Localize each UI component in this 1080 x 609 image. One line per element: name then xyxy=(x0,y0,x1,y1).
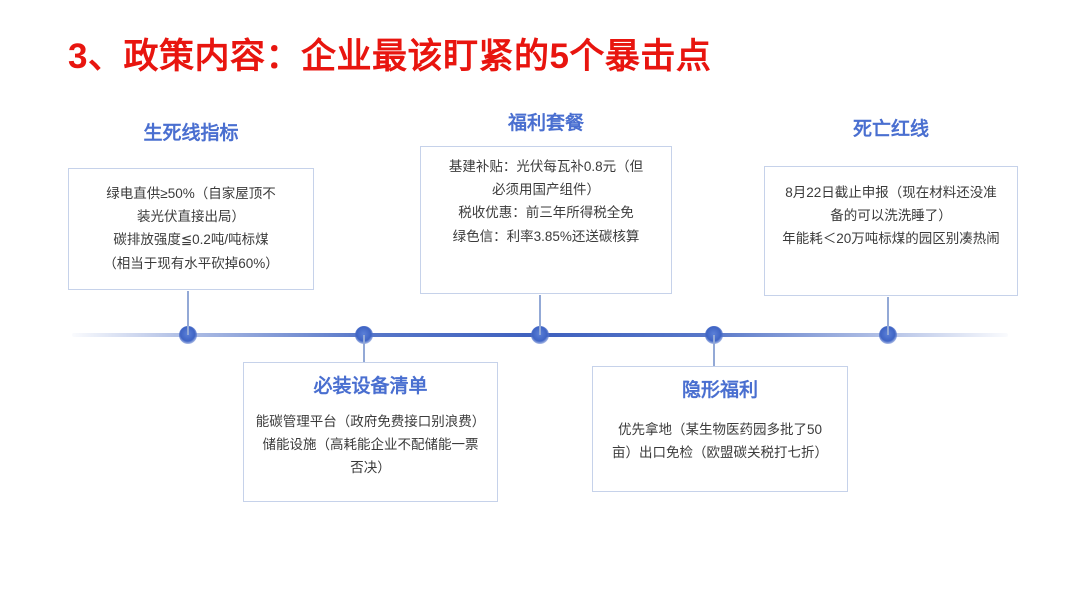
timeline-dot-1[interactable] xyxy=(179,326,197,344)
card-heading-yinxingfuli: 隐形福利 xyxy=(681,380,758,401)
card-line: 亩）出口免检（欧盟碳关税打七折） xyxy=(612,444,828,460)
card-line: 必须用国产组件） xyxy=(492,182,600,198)
card-siwanghongxian[interactable]: 8月22日截止申报（现在材料还没准 备的可以洗洗睡了） 年能耗＜20万吨标煤的园… xyxy=(764,166,1018,296)
card-line: 否决） xyxy=(350,460,391,476)
card-body-siwanghongxian: 8月22日截止申报（现在材料还没准 备的可以洗洗睡了） 年能耗＜20万吨标煤的园… xyxy=(765,167,1017,251)
card-line: 绿色信：利率3.85%还送碳核算 xyxy=(452,228,640,244)
card-fulitaocan[interactable]: 基建补贴：光伏每瓦补0.8元（但 必须用国产组件） 税收优惠：前三年所得税全免 … xyxy=(420,146,672,294)
card-line: 基建补贴：光伏每瓦补0.8元（但 xyxy=(448,159,644,174)
timeline-dot-3[interactable] xyxy=(531,326,549,344)
card-body-bizhuangshebeiqingdan: 能碳管理平台（政府免费接口别浪费） 储能设施（高耗能企业不配储能一票 否决） xyxy=(244,400,497,480)
card-heading-shengsixian: 生死线指标 xyxy=(143,123,239,144)
card-bizhuangshebeiqingdan[interactable]: 必装设备清单 能碳管理平台（政府免费接口别浪费） 储能设施（高耗能企业不配储能一… xyxy=(243,362,498,502)
card-line: 绿电直供≥50%（自家屋顶不 xyxy=(106,186,276,201)
card-heading-bizhuangshebeiqingdan: 必装设备清单 xyxy=(313,376,428,397)
card-heading-fulitaocan: 福利套餐 xyxy=(507,113,584,134)
card-yinxingfuli[interactable]: 隐形福利 优先拿地（某生物医药园多批了50 亩）出口免检（欧盟碳关税打七折） xyxy=(592,366,848,492)
connector-stem-card-1 xyxy=(187,291,189,335)
card-line: 储能设施（高耗能企业不配储能一票 xyxy=(262,436,479,452)
card-body-fulitaocan: 基建补贴：光伏每瓦补0.8元（但 必须用国产组件） 税收优惠：前三年所得税全免 … xyxy=(421,147,671,248)
card-line: 装光伏直接出局） xyxy=(137,209,245,225)
connector-stem-card-5 xyxy=(713,335,715,368)
connector-stem-card-3 xyxy=(887,297,889,335)
card-body-shengsixian: 绿电直供≥50%（自家屋顶不 装光伏直接出局） 碳排放强度≦0.2吨/吨标煤 （… xyxy=(69,169,313,275)
timeline-dot-5[interactable] xyxy=(879,326,897,344)
connector-stem-card-2 xyxy=(539,295,541,335)
card-line: 优先拿地（某生物医药园多批了50 xyxy=(617,421,823,437)
card-line: 能碳管理平台（政府免费接口别浪费） xyxy=(255,413,486,429)
card-shengsixian[interactable]: 绿电直供≥50%（自家屋顶不 装光伏直接出局） 碳排放强度≦0.2吨/吨标煤 （… xyxy=(68,168,314,290)
card-heading-siwanghongxian: 死亡红线 xyxy=(852,119,929,140)
card-line: 碳排放强度≦0.2吨/吨标煤 xyxy=(113,232,269,248)
card-line: 年能耗＜20万吨标煤的园区别凑热闹 xyxy=(782,231,1000,247)
page-title: 3、政策内容：企业最该盯紧的5个暴击点 xyxy=(68,37,712,76)
card-line: 备的可以洗洗睡了） xyxy=(830,208,952,224)
card-line: （相当于现有水平砍掉60%） xyxy=(103,255,279,271)
connector-stem-card-4 xyxy=(363,335,365,364)
card-line: 税收优惠：前三年所得税全免 xyxy=(458,205,634,221)
card-line: 8月22日截止申报（现在材料还没准 xyxy=(785,185,997,200)
card-body-yinxingfuli: 优先拿地（某生物医药园多批了50 亩）出口免检（欧盟碳关税打七折） xyxy=(593,404,847,464)
